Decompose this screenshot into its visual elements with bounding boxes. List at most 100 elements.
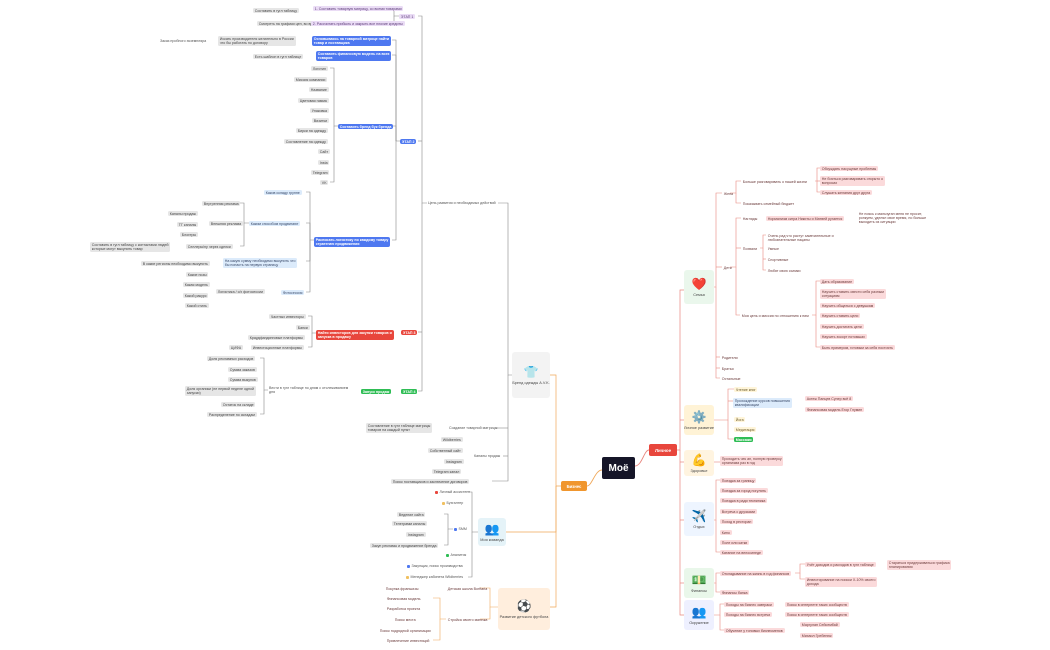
map-node[interactable]: Научить общаться с девушкам [820, 303, 876, 309]
map-node[interactable]: Поход в ресторан [720, 519, 754, 525]
map-node[interactable]: Instagram [406, 532, 426, 538]
map-node[interactable]: Остальные [720, 376, 742, 381]
map-node[interactable]: Проходить чек ап, полную проверку органи… [720, 456, 784, 466]
map-node[interactable]: Составление на одежду [284, 139, 328, 145]
map-node[interactable]: Очень рад что растут замечательные и люб… [766, 233, 835, 243]
map-node[interactable]: Логистика / с/х фотосессии [216, 289, 265, 295]
map-node[interactable]: Инвестиционные платформы [251, 345, 304, 351]
map-node[interactable]: Частных инвесторы [269, 314, 306, 320]
map-node[interactable]: Название [309, 87, 329, 93]
map-node[interactable]: Собственный сайт [428, 448, 463, 454]
map-node[interactable]: Какая модель [183, 282, 210, 288]
map-node[interactable]: Научить эскорт потомшах [820, 334, 867, 340]
map-node[interactable]: Сайт [318, 149, 330, 155]
map-node[interactable]: Дать образование [820, 279, 854, 285]
map-node[interactable]: Составление в гугл таблице матрицы товар… [366, 423, 433, 433]
map-node[interactable]: Миссия компании [294, 77, 328, 83]
card-futbol[interactable]: ⚽Развитие детского футбола [498, 588, 550, 630]
map-node[interactable]: Аналитик [445, 553, 467, 557]
map-node[interactable]: Wildberries [441, 437, 463, 443]
map-node[interactable]: Финансовая модель [385, 596, 422, 601]
map-node[interactable]: Похвали [741, 246, 759, 251]
card-moya_komanda[interactable]: 👥Моя команда [478, 518, 506, 546]
map-node[interactable]: Банки [296, 325, 310, 331]
map-node[interactable]: Какие позы [186, 272, 209, 278]
map-node[interactable]: Больше разговаривать о нашей жизни [741, 179, 809, 184]
map-node[interactable]: Стараться придерживаться графика планиро… [887, 560, 952, 570]
map-node[interactable]: Обсуждать насущные проблемы [820, 166, 879, 172]
map-node[interactable]: Поездка за город погулять [720, 488, 768, 494]
map-node[interactable]: Детская школа Borftaria [446, 586, 489, 591]
map-node[interactable]: Обучение у топовых бизнесменов [724, 628, 785, 634]
map-node[interactable]: 2. Рассчитать прибыль и закрыть все плох… [311, 21, 405, 27]
map-node[interactable]: Закупщик, поиск производства [406, 564, 464, 568]
map-node[interactable]: Доля рекламных расходов [207, 356, 256, 362]
map-node[interactable]: Поле или катки [720, 540, 750, 546]
map-node[interactable]: Основываясь на товарной матрице найти то… [312, 36, 391, 46]
map-node[interactable]: Умные [766, 246, 781, 251]
map-node[interactable]: Каналы продаж [473, 454, 501, 458]
map-node[interactable]: Поиск в интернете таких сообществ [785, 612, 849, 618]
map-node[interactable]: Сумма выкупов [228, 377, 258, 383]
map-node[interactable]: Составить в гугл таблицу [253, 8, 299, 14]
map-node[interactable]: Распределение по складам [207, 412, 257, 418]
map-node[interactable]: Телеграмм каналы [392, 521, 428, 527]
map-node[interactable]: Походы на бизнес завтраки [724, 602, 774, 608]
map-node[interactable]: Походы на бизнес встречи [724, 612, 773, 618]
map-node[interactable]: Нагляды [741, 216, 759, 221]
map-node[interactable]: Слушать желания друг друга [820, 190, 872, 196]
map-node[interactable]: Финансовая модель Егор Глумин [805, 407, 864, 413]
map-node[interactable]: Какой стиль [185, 303, 209, 309]
card-otdyh[interactable]: ✈️Отдых [684, 502, 714, 536]
map-node[interactable]: Логотип [311, 66, 328, 72]
card-finansy[interactable]: 💵Финансы [684, 568, 714, 598]
map-node[interactable]: Найти инвесторов для закупки товаров и з… [316, 330, 394, 340]
map-node[interactable]: Остаток на складе [221, 402, 256, 408]
map-node[interactable]: Поиск в интернете таких сообществ [785, 602, 849, 608]
map-node[interactable]: Моя цель и миссия по отношению к ним [740, 313, 811, 318]
map-node[interactable]: Краудфандинговые платформы [248, 335, 305, 341]
map-node[interactable]: Insta [318, 160, 330, 166]
card-zdorovie[interactable]: 💪Здоровье [684, 450, 714, 476]
map-node[interactable]: Составить в гугл таблицу с контактами лю… [90, 242, 171, 252]
map-node[interactable]: Внутренняя реклама [202, 201, 241, 207]
map-node[interactable]: ЭТАП 3 [401, 330, 418, 336]
map-node[interactable]: Есть шаблон в гугл таблице [253, 54, 304, 60]
map-node[interactable]: Катание на велосипеде [720, 550, 763, 556]
map-node[interactable]: Прохождение курсов повышения квалификаци… [733, 398, 792, 408]
map-node[interactable]: ЦИФА [229, 345, 243, 351]
map-node[interactable]: Telegram [311, 170, 330, 176]
map-node[interactable]: Закуп рекламы и продвижение бренда [370, 543, 439, 549]
map-node[interactable]: Сумма заказов [228, 367, 257, 373]
map-node[interactable]: На какую сумму необходимо выкупить что б… [223, 258, 298, 268]
map-node[interactable]: 1. Составить товарную матрицу, со всеми … [313, 6, 404, 12]
map-node[interactable]: Не бояться разговаривать открыто о вопро… [820, 176, 885, 186]
map-node[interactable]: Жена [722, 191, 735, 196]
card-semya[interactable]: ❤️Семья [684, 270, 714, 304]
map-node[interactable]: Инвестирование на поиски Х-10% своего до… [805, 577, 878, 587]
map-node[interactable]: Актеж Панцев Супер всё 8 [805, 396, 854, 402]
map-node[interactable]: Заказ пробного экземпляра [159, 39, 207, 43]
map-node[interactable]: Доля органики (не первой неделе одной за… [185, 386, 256, 396]
map-node[interactable]: Каким способом продвигают [249, 221, 301, 227]
map-node[interactable]: SMM [453, 527, 468, 531]
map-node[interactable]: Финансы банка [720, 590, 750, 596]
map-node[interactable]: ЭТАП 4 [401, 389, 418, 395]
map-node[interactable]: Telegram канал [432, 469, 462, 475]
map-node[interactable]: Родители [720, 355, 739, 360]
map-node[interactable]: Искать производителя желательно в России… [218, 36, 296, 46]
map-node[interactable]: Быть примером, готовым за себя постоять [820, 345, 895, 351]
map-node[interactable]: Научить ставить цели [820, 313, 861, 319]
map-node[interactable]: Разработка проекта [385, 606, 422, 611]
map-node[interactable]: Instagram [444, 459, 464, 465]
map-node[interactable]: Откладывание на жизнь в год финансов [720, 571, 792, 577]
branch-lichnoe[interactable]: Личное [649, 444, 677, 456]
map-node[interactable]: Поездка в ради текниника [720, 498, 768, 504]
root-node[interactable]: Моё [602, 457, 635, 479]
map-node[interactable]: Какой ракурс [183, 293, 209, 299]
branch-biznes[interactable]: Бизнес [561, 481, 587, 491]
map-node[interactable]: Составить бренд бук бренда [338, 124, 394, 130]
map-node[interactable]: Бирки на одежду [296, 128, 328, 134]
map-node[interactable]: В какие регионы необходимо выкупить [141, 261, 210, 267]
map-node[interactable]: Каков складу группе [264, 190, 302, 196]
